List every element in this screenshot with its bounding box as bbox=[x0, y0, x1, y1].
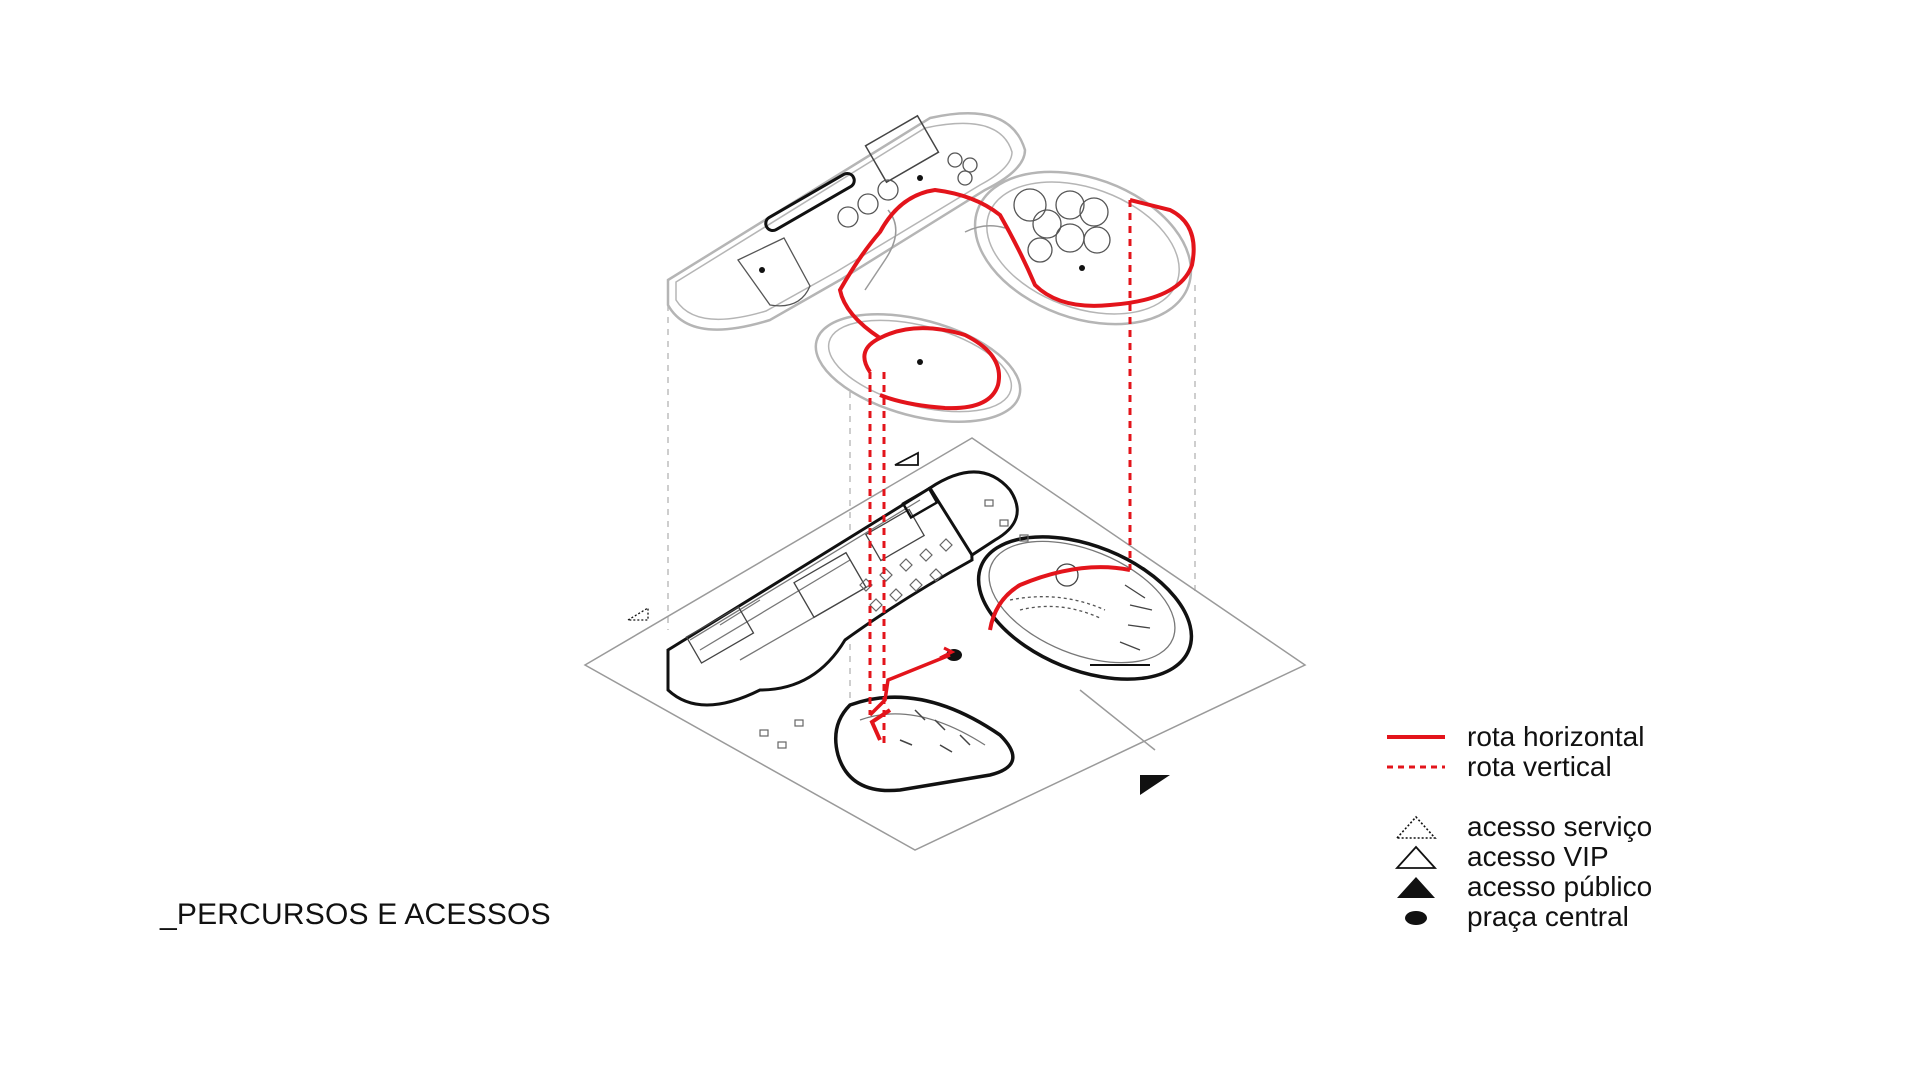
dotted-triangle-icon bbox=[1395, 815, 1437, 839]
legend-label: rota horizontal bbox=[1467, 721, 1645, 752]
legend: rota horizontal rota vertical acesso ser… bbox=[1385, 721, 1805, 942]
service-access-marker bbox=[625, 606, 649, 621]
lower-floor-plan bbox=[583, 437, 1307, 851]
dashed-red-line-icon bbox=[1387, 765, 1445, 769]
filled-ellipse-icon bbox=[1405, 911, 1427, 925]
legend-label: praça central bbox=[1467, 901, 1629, 932]
legend-item-acesso-servico: acesso serviço bbox=[1385, 811, 1653, 842]
legend-item-praca-central: praça central bbox=[1385, 901, 1629, 932]
legend-label: rota vertical bbox=[1467, 751, 1612, 782]
diagram-title: _PERCURSOS E ACESSOS bbox=[160, 898, 551, 931]
legend-item-acesso-vip: acesso VIP bbox=[1385, 841, 1609, 872]
vip-access-marker bbox=[894, 451, 919, 466]
filled-triangle-icon bbox=[1397, 877, 1435, 898]
legend-item-acesso-publico: acesso público bbox=[1385, 871, 1653, 902]
legend-label: acesso serviço bbox=[1467, 811, 1653, 842]
legend-item-rota-vertical: rota vertical bbox=[1385, 751, 1612, 782]
outline-triangle-icon bbox=[1394, 845, 1438, 869]
upper-floor-plan bbox=[666, 112, 1193, 423]
public-access-marker bbox=[1140, 775, 1170, 795]
legend-label: acesso VIP bbox=[1467, 841, 1609, 872]
routes bbox=[837, 187, 1196, 745]
legend-item-rota-horizontal: rota horizontal bbox=[1385, 721, 1645, 752]
solid-red-line-icon bbox=[1387, 735, 1445, 739]
legend-label: acesso público bbox=[1467, 871, 1653, 902]
